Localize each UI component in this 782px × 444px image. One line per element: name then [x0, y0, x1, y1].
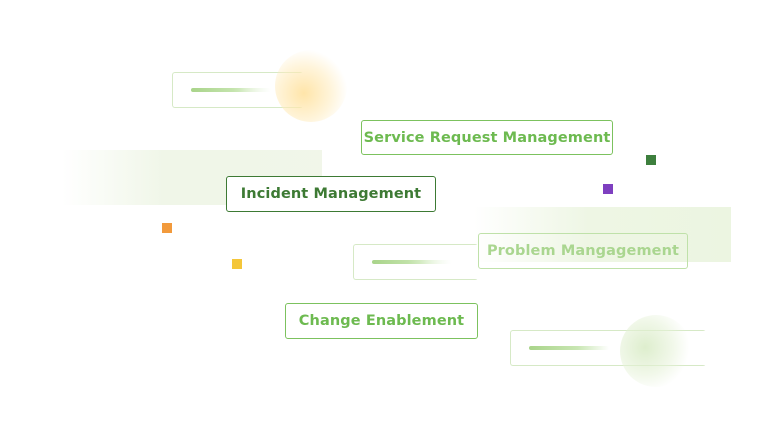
placeholder-line — [372, 260, 452, 264]
placeholder-line — [529, 346, 609, 350]
change-enablement-chip: Change Enablement — [285, 303, 478, 339]
placeholder-card-top — [172, 72, 303, 108]
purple-square-decoration — [603, 184, 613, 194]
yellow-square-decoration — [232, 259, 242, 269]
placeholder-card-middle — [353, 244, 478, 280]
dark-green-square-decoration — [646, 155, 656, 165]
incident-management-chip: Incident Management — [226, 176, 436, 212]
placeholder-line — [191, 88, 271, 92]
placeholder-card-bottom — [510, 330, 706, 366]
problem-management-chip: Problem Mangagement — [478, 233, 688, 269]
service-request-management-chip: Service Request Management — [361, 120, 613, 155]
orange-square-decoration — [162, 223, 172, 233]
